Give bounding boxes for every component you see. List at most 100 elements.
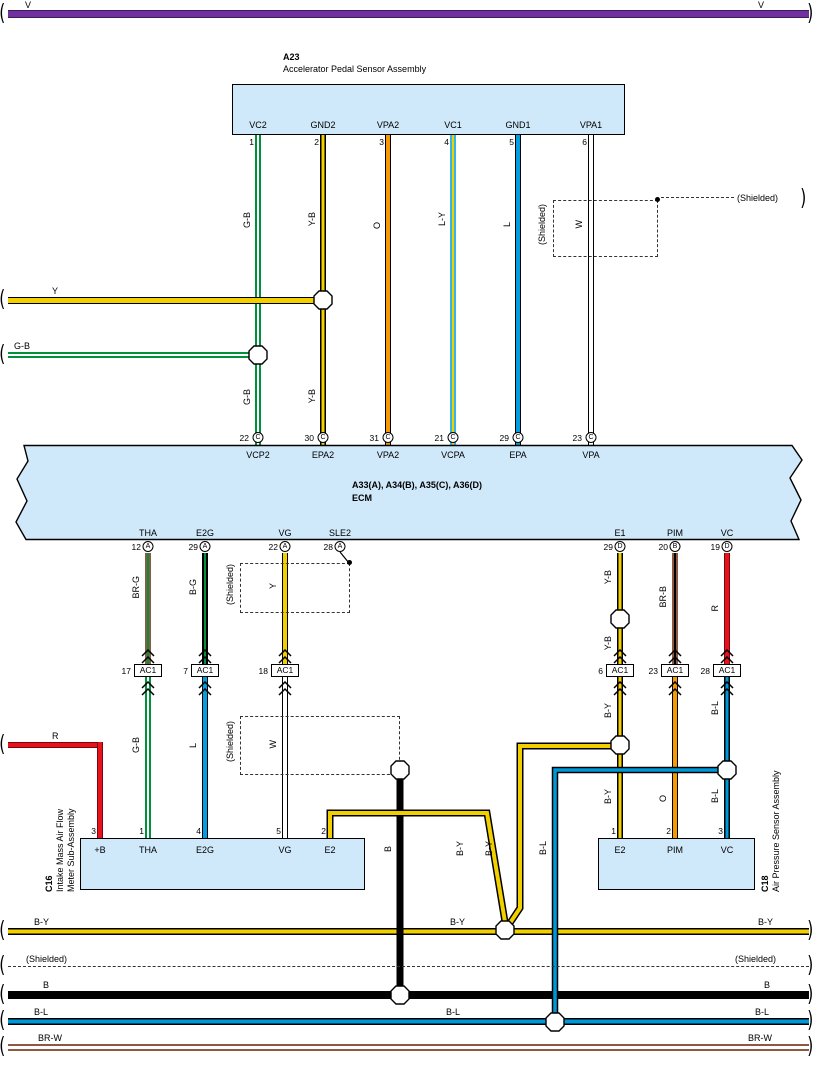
connector-letter: C <box>252 432 264 443</box>
shield-label: (Shielded) <box>225 721 235 763</box>
wire-label-b-l: B-L <box>755 1007 770 1017</box>
ecm-pin-name: VCP2 <box>246 450 270 460</box>
connector-letter: A <box>279 541 291 552</box>
c16-pin-num: 3 <box>91 826 96 836</box>
wire-label-o: O <box>372 222 382 230</box>
wire-label-b: B <box>383 846 393 853</box>
c18-id: C18 <box>760 875 770 892</box>
junction-arrow-icon <box>141 681 155 696</box>
ecm-pin-num: 29 <box>499 433 509 443</box>
wire-label-l: L <box>502 222 512 228</box>
wire-y-vg <box>282 553 288 664</box>
ecm-pin-name: VCPA <box>441 450 465 460</box>
c16-name: Intake Mass Air Flow <box>55 808 65 892</box>
ecm-pin-num: 12 <box>131 542 141 552</box>
wire-label-r: R <box>710 605 720 612</box>
ecm-pin-name: VG <box>278 528 292 538</box>
c16-box <box>80 838 365 890</box>
ac1-junction-connector: AC1 <box>606 664 634 677</box>
continuation-arc: ( <box>0 1008 5 1034</box>
ac1-junction-connector: AC1 <box>271 664 299 677</box>
continuation-arc: ) <box>807 982 814 1007</box>
a23-pin-num: 4 <box>444 137 449 147</box>
wire-label-g-b: G-B <box>242 212 252 229</box>
ecm-pin-name: E1 <box>614 528 626 538</box>
splice-junction <box>390 985 410 1005</box>
splice-junction <box>495 920 515 940</box>
continuation-arc: ( <box>0 1034 5 1060</box>
wire-label-br-w: BR-W <box>38 1033 62 1043</box>
ecm-pin-num: 29 <box>603 542 613 552</box>
junction-arrow-icon <box>278 649 292 664</box>
c16-pin-num: 5 <box>276 826 281 836</box>
a23-pin-name: VC1 <box>444 120 462 130</box>
connector-letter: A <box>142 541 154 552</box>
wire-label-w: W <box>574 220 584 229</box>
ac1-num: 23 <box>648 666 658 676</box>
continuation-arc: ( <box>0 982 5 1008</box>
wire-l-y-vc1 <box>450 135 456 446</box>
wire-label-br-g: BR-G <box>131 576 141 599</box>
c18-pin-num: 1 <box>611 826 616 836</box>
c16-pin-name: THA <box>139 845 157 855</box>
junction-arrow-icon <box>720 649 734 664</box>
ac1-junction-connector: AC1 <box>713 664 741 677</box>
wire-w-vpa1 <box>588 135 594 446</box>
wire-label-g-b: G-B <box>14 341 31 351</box>
a23-pin-name: VPA2 <box>376 120 400 130</box>
wire-g-b-vc2 <box>255 135 261 446</box>
wire-b-l-vc <box>724 677 730 839</box>
wire-label-b-y: B-Y <box>484 841 494 857</box>
c16-pin-num: 4 <box>196 826 201 836</box>
continuation-arc: ( <box>0 287 5 313</box>
ecm-id: A33(A), A34(B), A35(C), A36(D) <box>352 480 483 490</box>
junction-arrow-icon <box>613 649 627 664</box>
wire-label-v: V <box>25 0 32 10</box>
c18-pin-name: E2 <box>614 845 626 855</box>
splice-junction <box>390 760 410 780</box>
wire-br-b-pim <box>672 553 678 664</box>
wire-label-br-b: BR-B <box>658 586 668 608</box>
wire-label-y-b: Y-B <box>603 636 613 651</box>
connector-letter: A <box>334 541 346 552</box>
ecm-box <box>15 444 803 541</box>
wire-label-g-b: G-B <box>131 737 141 754</box>
wire-label-y-b: Y-B <box>307 389 317 404</box>
wire-w-vg <box>282 677 288 839</box>
continuation-arc: ) <box>800 186 807 211</box>
ecm-pin-num: 30 <box>304 433 314 443</box>
wire-b-l-bus <box>8 1018 809 1025</box>
ac1-num: 7 <box>183 666 188 676</box>
wire-r-feed <box>8 742 103 748</box>
junction-arrow-icon <box>278 681 292 696</box>
ac1-junction-connector: AC1 <box>134 664 162 677</box>
splice-junction <box>610 609 630 629</box>
wire-y-b-e1 <box>617 553 623 664</box>
c16-pin-name: +B <box>94 845 106 855</box>
a23-box <box>232 84 625 135</box>
ecm-pin-num: 21 <box>434 433 444 443</box>
wire-v-bus <box>8 10 809 18</box>
c18-box <box>598 838 755 890</box>
a23-pin-num: 1 <box>249 137 254 147</box>
wire-label-b-l: B-L <box>710 701 720 716</box>
junction-arrow-icon <box>198 681 212 696</box>
ac1-junction-connector: AC1 <box>661 664 689 677</box>
continuation-arc: ) <box>807 918 814 943</box>
a23-pin-num: 6 <box>582 137 587 147</box>
shield-label: (Shielded) <box>537 204 547 246</box>
wire-b-y-bus <box>8 928 809 935</box>
continuation-arc: ( <box>0 342 5 368</box>
ecm-pin-name: VC <box>720 528 734 538</box>
connector-letter: D <box>721 541 733 552</box>
wire-label-r: R <box>52 731 59 741</box>
junction-arrow-icon <box>668 649 682 664</box>
continuation-arc: ) <box>807 1 814 26</box>
shield-bus-line <box>8 966 809 967</box>
continuation-arc: ( <box>0 1 5 27</box>
connector-letter: C <box>317 432 329 443</box>
ecm-pin-num: 23 <box>572 433 582 443</box>
ecm-pin-name: E2G <box>195 528 215 538</box>
c16-pin-name: E2G <box>195 845 215 855</box>
wire-label-b: B <box>764 980 771 990</box>
